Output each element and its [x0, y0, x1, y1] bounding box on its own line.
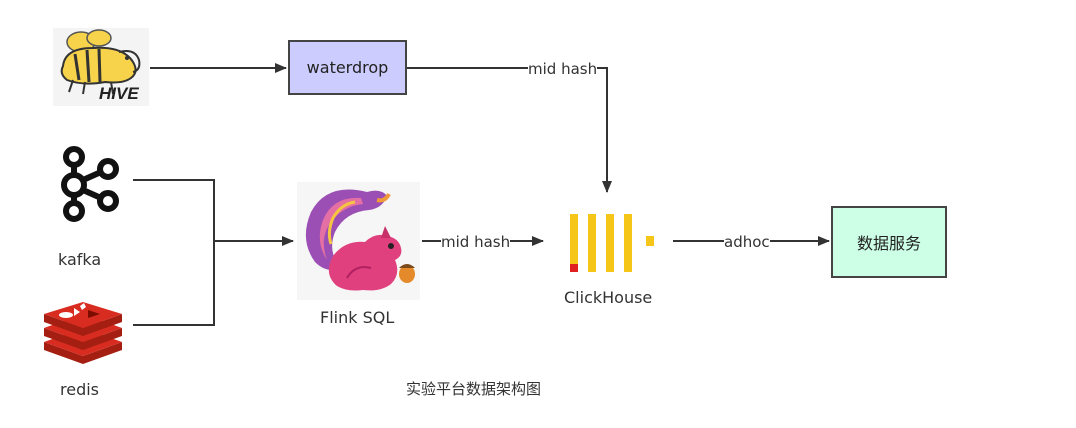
flink-label: Flink SQL	[320, 308, 395, 327]
hive-node: HIVE	[53, 28, 149, 106]
waterdrop-node: waterdrop	[288, 40, 407, 95]
hive-logo-text: HIVE	[99, 84, 139, 103]
edge-label-flink-clickhouse: mid hash	[441, 233, 511, 251]
edge-label-waterdrop-clickhouse: mid hash	[528, 60, 598, 78]
waterdrop-label: waterdrop	[306, 58, 389, 77]
edge-waterdrop-clickhouse	[407, 67, 612, 193]
diagram-caption: 实验平台数据架构图	[406, 380, 542, 398]
edge-label-clickhouse-service: adhoc	[724, 233, 770, 251]
redis-node	[42, 302, 124, 364]
clickhouse-label: ClickHouse	[564, 288, 653, 307]
flink-node	[297, 182, 420, 300]
data-service-label: 数据服务	[856, 234, 921, 253]
clickhouse-node	[566, 212, 660, 274]
clickhouse-icon	[570, 214, 654, 272]
kafka-icon	[61, 146, 119, 222]
data-service-node: 数据服务	[831, 206, 947, 278]
redis-label: redis	[60, 380, 100, 399]
kafka-label: kafka	[58, 250, 102, 269]
redis-icon	[44, 302, 122, 364]
edge-kafka-merge	[133, 179, 215, 326]
flink-squirrel-icon	[305, 189, 415, 291]
kafka-node	[54, 145, 124, 223]
hive-bee-icon	[60, 29, 141, 95]
